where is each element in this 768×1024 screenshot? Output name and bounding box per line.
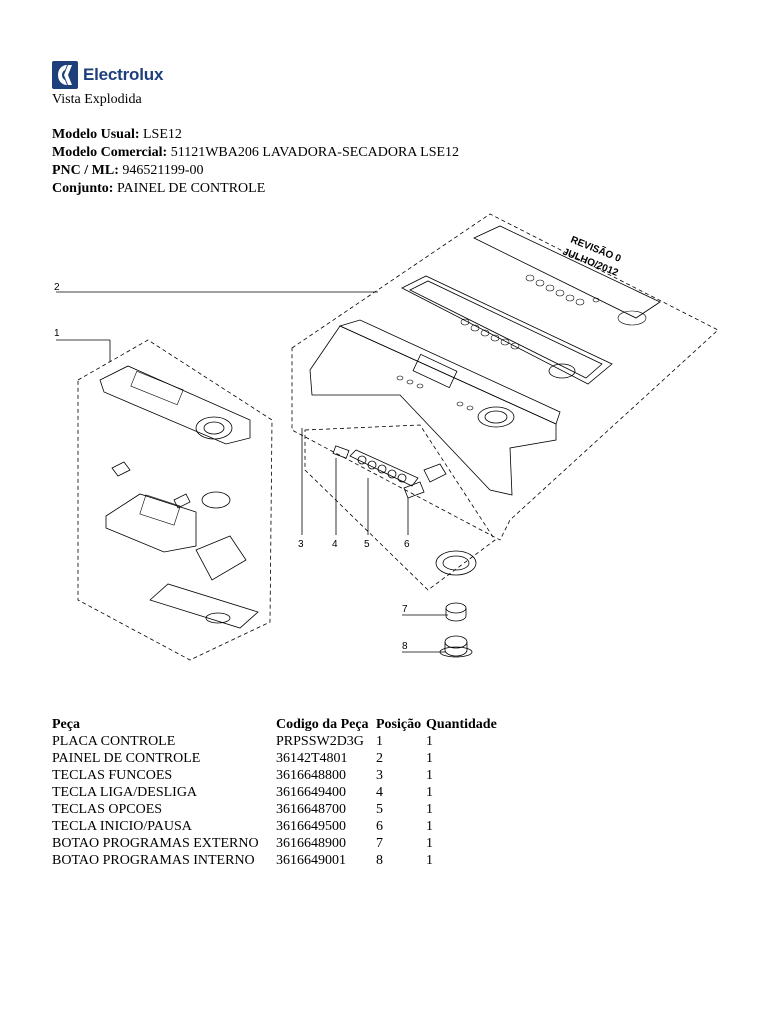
modelo-usual-row: Modelo Usual: LSE12	[52, 126, 459, 144]
modelo-comercial-value: 51121WBA206 LAVADORA-SECADORA LSE12	[170, 145, 460, 160]
part-name: PAINEL DE CONTROLE	[52, 751, 201, 766]
part-code: 3616649001	[276, 853, 346, 868]
part-name: BOTAO PROGRAMAS INTERNO	[52, 853, 255, 868]
callout-6: 6	[404, 539, 410, 550]
conjunto-value: PAINEL DE CONTROLE	[116, 181, 266, 196]
modelo-comercial-label: Modelo Comercial:	[52, 145, 168, 160]
electrolux-logo: Electrolux	[52, 60, 163, 90]
program-knob-internal	[439, 635, 473, 658]
small-board	[195, 535, 247, 581]
program-knob-external	[445, 602, 467, 622]
part-code: 3616649400	[276, 785, 346, 800]
part-position: 5	[376, 802, 383, 817]
callout-3: 3	[298, 539, 304, 550]
table-row: BOTAO PROGRAMAS INTERNO 3616649001 8 1	[52, 852, 497, 869]
part-name: PLACA CONTROLE	[52, 734, 176, 749]
part-quantity: 1	[426, 768, 433, 783]
callout-7: 7	[402, 604, 408, 615]
callout-8: 8	[402, 641, 408, 652]
encoder-part	[201, 491, 231, 509]
part-name: TECLA INICIO/PAUSA	[52, 819, 192, 834]
group-3-6-outline	[304, 424, 496, 591]
modelo-comercial-row: Modelo Comercial: 51121WBA206 LAVADORA-S…	[52, 144, 459, 162]
exploded-view-diagram: REVISÃO 0 JULHO/2012 1 2 3 4 5 6 7 8	[54, 213, 719, 661]
modelo-usual-value: LSE12	[143, 127, 182, 142]
part-quantity: 1	[426, 802, 433, 817]
part-code: PRPSSW2D3G	[276, 734, 364, 749]
part-position: 1	[376, 734, 383, 749]
part-quantity: 1	[426, 751, 433, 766]
part-position: 3	[376, 768, 383, 783]
option-keys	[349, 449, 419, 487]
electrolux-logo-icon	[52, 61, 78, 89]
connector-part	[111, 461, 131, 477]
modelo-usual-label: Modelo Usual:	[52, 127, 140, 142]
page-subtitle: Vista Explodida	[52, 92, 142, 107]
part-code: 3616648900	[276, 836, 346, 851]
part-code: 36142T4801	[276, 751, 348, 766]
part-code: 3616648700	[276, 802, 346, 817]
part-name: TECLA LIGA/DESLIGA	[52, 785, 198, 800]
part-position: 8	[376, 853, 383, 868]
table-row: TECLA INICIO/PAUSA 3616649500 6 1	[52, 818, 497, 835]
part-code: 3616649500	[276, 819, 346, 834]
part-quantity: 1	[426, 785, 433, 800]
brand-name: Electrolux	[83, 65, 164, 84]
part-position: 6	[376, 819, 383, 834]
table-row: BOTAO PROGRAMAS EXTERNO 3616648900 7 1	[52, 835, 497, 852]
table-row: PLACA CONTROLE PRPSSW2D3G 1 1	[52, 733, 497, 750]
header-peca: Peça	[52, 717, 80, 732]
part-position: 4	[376, 785, 383, 800]
part-position: 7	[376, 836, 383, 851]
part-name: TECLAS FUNCOES	[52, 768, 173, 783]
parts-table: Peça Codigo da Peça Posição Quantidade P…	[52, 716, 497, 869]
group-1-outline	[77, 339, 273, 661]
control-panel-housing	[309, 319, 561, 496]
callout-1: 1	[54, 328, 60, 339]
power-key	[332, 445, 350, 459]
callout-5: 5	[364, 539, 370, 550]
part-name: BOTAO PROGRAMAS EXTERNO	[52, 836, 259, 851]
conjunto-row: Conjunto: PAINEL DE CONTROLE	[52, 180, 459, 198]
keys-group	[332, 445, 447, 499]
part-quantity: 1	[426, 836, 433, 851]
part-quantity: 1	[426, 734, 433, 749]
pcb-board	[105, 493, 197, 553]
conjunto-label: Conjunto:	[52, 181, 114, 196]
header-posicao: Posição	[376, 717, 422, 732]
start-pause-key	[403, 481, 425, 499]
part-quantity: 1	[426, 853, 433, 868]
header-codigo: Codigo da Peça	[276, 717, 369, 732]
pnc-label: PNC / ML:	[52, 163, 119, 178]
table-row: TECLA LIGA/DESLIGA 3616649400 4 1	[52, 784, 497, 801]
model-info: Modelo Usual: LSE12 Modelo Comercial: 51…	[52, 126, 459, 198]
decal-strip	[473, 225, 661, 326]
control-board-assembly	[99, 365, 259, 629]
control-panel-frame	[401, 275, 613, 385]
table-row: TECLAS FUNCOES 3616648800 3 1	[52, 767, 497, 784]
pnc-row: PNC / ML: 946521199-00	[52, 162, 459, 180]
gasket-frame	[149, 583, 259, 629]
knob-ring	[435, 550, 477, 576]
part-name: TECLAS OPCOES	[52, 802, 163, 817]
callout-2: 2	[54, 282, 60, 293]
part-code: 3616648800	[276, 768, 346, 783]
table-row: PAINEL DE CONTROLE 36142T4801 2 1	[52, 750, 497, 767]
pnc-value: 946521199-00	[122, 163, 204, 178]
parts-table-header: Peça Codigo da Peça Posição Quantidade	[52, 716, 497, 733]
table-row: TECLAS OPCOES 3616648700 5 1	[52, 801, 497, 818]
part-position: 2	[376, 751, 383, 766]
callout-4: 4	[332, 539, 338, 550]
group-2-outline	[291, 213, 719, 541]
header-quantidade: Quantidade	[426, 717, 497, 732]
part-quantity: 1	[426, 819, 433, 834]
function-keys	[423, 463, 447, 483]
